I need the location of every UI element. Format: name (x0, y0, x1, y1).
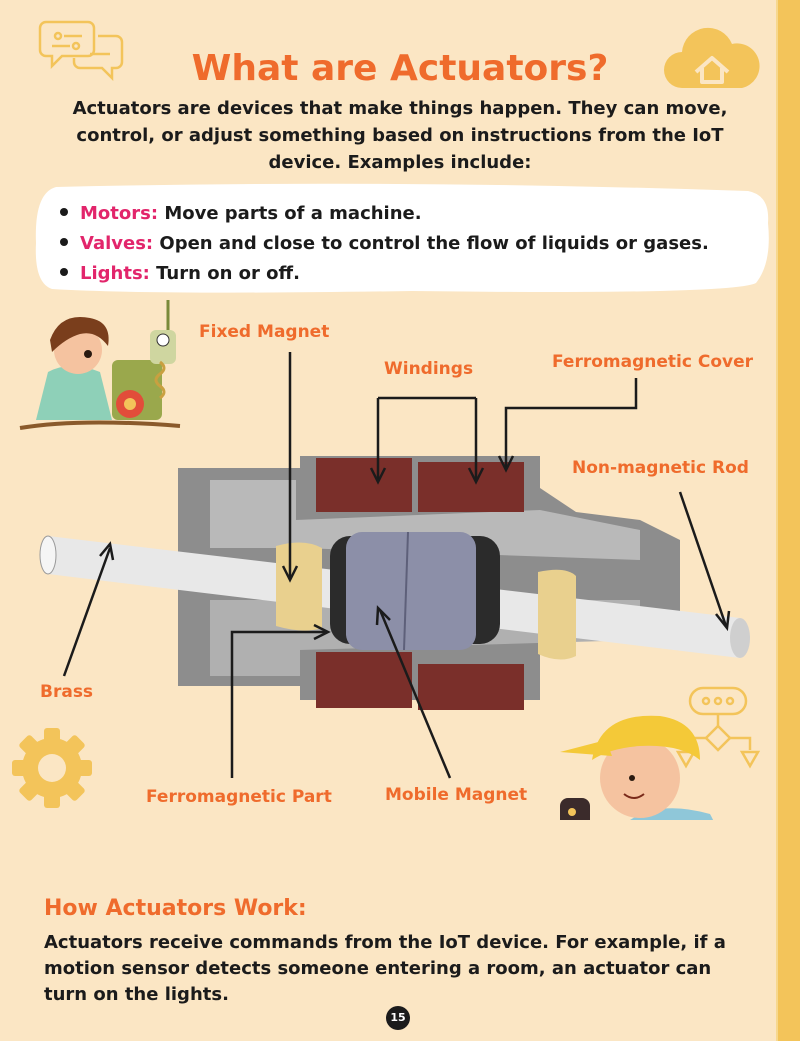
page-number: 15 (386, 1006, 410, 1030)
example-desc: Open and close to control the flow of li… (153, 233, 709, 254)
cloud-home-icon (664, 27, 760, 89)
label-brass: Brass (40, 682, 94, 702)
chat-bubbles-icon (38, 20, 124, 82)
example-item: Lights: Turn on or off. (60, 259, 709, 289)
label-windings: Windings (384, 359, 474, 379)
example-desc: Turn on or off. (149, 263, 300, 284)
brass-ring-right (538, 569, 576, 660)
example-item: Motors: Move parts of a machine. (60, 199, 709, 229)
bullet-dot (60, 208, 68, 216)
boy-with-remote-illustration (560, 715, 713, 820)
actuator-diagram (12, 300, 761, 820)
bullet-dot (60, 268, 68, 276)
example-item: Valves: Open and close to control the fl… (60, 229, 709, 259)
windings (316, 458, 524, 710)
right-edge-stripe (776, 0, 800, 1041)
pointer-lines (62, 352, 731, 779)
example-term: Motors: (80, 203, 159, 224)
example-term: Valves: (80, 233, 154, 254)
bullet-dot (60, 238, 68, 246)
example-desc: Move parts of a machine. (158, 203, 422, 224)
examples-box: Motors: Move parts of a machine. Valves:… (32, 183, 770, 295)
examples-box-background (35, 183, 769, 293)
brass-ring-left (276, 542, 322, 631)
label-mobile-magnet: Mobile Magnet (385, 785, 528, 805)
label-ferromagnetic-cover: Ferromagnetic Cover (552, 352, 753, 372)
label-ferromagnetic-part: Ferromagnetic Part (146, 787, 332, 807)
mobile-magnet (330, 531, 500, 651)
flowchart-icon (675, 686, 761, 769)
label-non-magnetic-rod: Non-magnetic Rod (572, 458, 749, 478)
gear-icon (12, 728, 92, 808)
intro-paragraph: Actuators are devices that make things h… (72, 98, 728, 173)
how-actuators-work-heading: How Actuators Work: (44, 896, 307, 921)
page-title: What are Actuators? (191, 48, 609, 89)
label-fixed-magnet: Fixed Magnet (199, 322, 330, 342)
how-actuators-work-text: Actuators receive commands from the IoT … (44, 932, 726, 1005)
example-term: Lights: (80, 263, 150, 284)
examples-list: Motors: Move parts of a machine. Valves:… (60, 199, 709, 289)
boy-with-robot-illustration (19, 300, 181, 430)
